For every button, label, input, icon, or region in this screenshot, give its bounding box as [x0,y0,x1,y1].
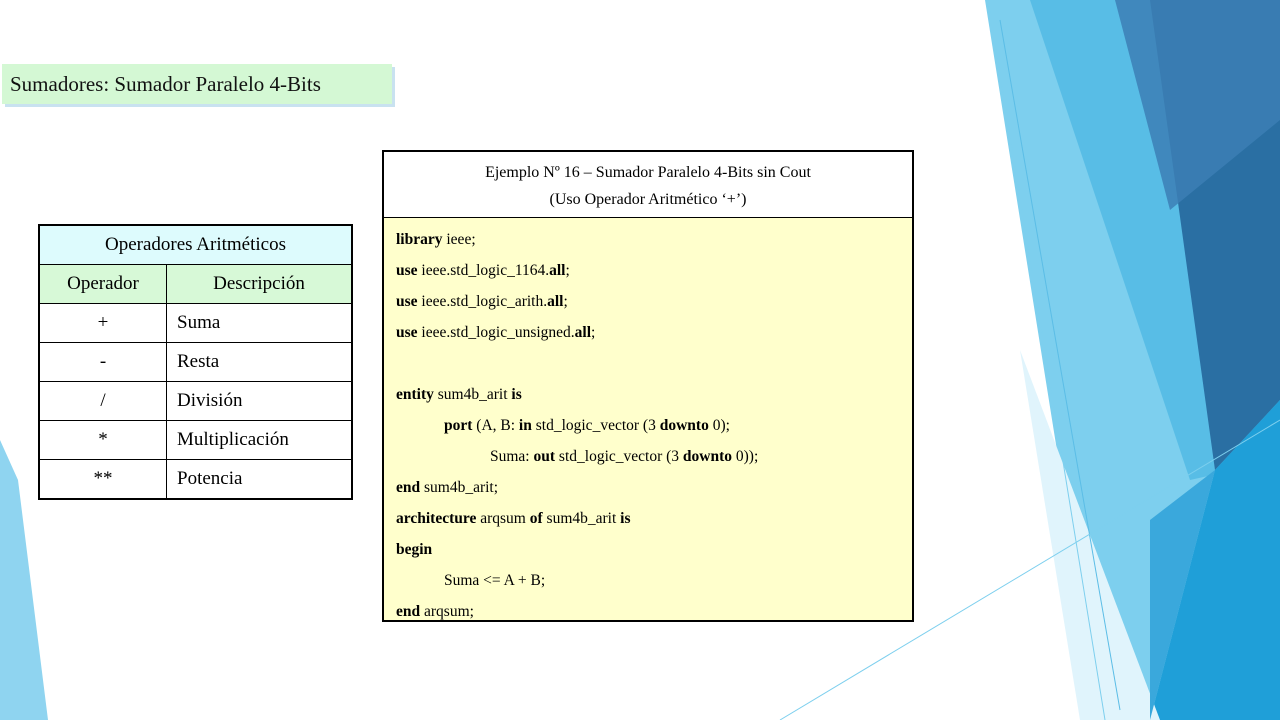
table-row: - Resta [38,342,353,382]
code-line: entity sum4b_arit is [396,379,912,410]
keyword: all [574,324,592,341]
keyword: entity [396,386,434,403]
keyword: use [396,324,418,341]
code-line: use ieee.std_logic_1164.all; [396,255,912,286]
code-line: use ieee.std_logic_unsigned.all; [396,317,912,348]
keyword: port [444,417,473,434]
table-title-row: Operadores Aritméticos [38,224,353,265]
code-text: Suma <= A + B; [444,572,546,589]
code-line: port (A, B: in std_logic_vector (3 downt… [396,410,912,441]
table-row: + Suma [38,303,353,343]
arithmetic-operators-table: Operadores Aritméticos Operador Descripc… [38,224,353,500]
keyword: all [549,262,566,279]
keyword: is [511,386,522,403]
keyword: out [533,448,556,465]
column-header-operator: Operador [38,264,167,304]
keyword: library [396,231,443,248]
keyword: use [396,293,418,310]
code-text: ieee.std_logic_arith. [417,293,548,310]
code-line: end arqsum; [396,596,912,627]
code-text: ieee.std_logic_1164. [417,262,550,279]
code-text: arqsum; [420,603,474,620]
code-text: sum4b_arit [433,386,512,403]
operator-symbol: * [38,420,167,460]
operator-description: Potencia [166,459,353,500]
table-row: ** Potencia [38,459,353,500]
code-line: Suma: out std_logic_vector (3 downto 0))… [396,441,912,472]
code-heading-line-2: (Uso Operador Aritmético ‘+’) [549,191,747,208]
code-heading-line-1: Ejemplo Nº 16 – Sumador Paralelo 4-Bits … [485,164,811,181]
keyword: downto [682,448,733,465]
keyword: of [529,510,543,527]
code-line: use ieee.std_logic_arith.all; [396,286,912,317]
keyword: all [547,293,564,310]
operator-description: Suma [166,303,353,343]
table-row: * Multiplicación [38,420,353,460]
keyword: architecture [396,510,477,527]
code-text: ieee; [442,231,476,248]
code-text: std_logic_vector (3 [531,417,660,434]
operator-description: Resta [166,342,353,382]
keyword: downto [659,417,709,434]
code-line: Suma <= A + B; [396,565,912,596]
keyword: end [396,479,421,496]
keyword: end [396,603,421,620]
code-text: ; [563,293,568,310]
code-line: begin [396,534,912,565]
operator-description: División [166,381,353,421]
vhdl-code-example-box: Ejemplo Nº 16 – Sumador Paralelo 4-Bits … [382,150,914,622]
code-text: ieee.std_logic_unsigned. [417,324,575,341]
code-text: 0)); [732,448,759,465]
operator-description: Multiplicación [166,420,353,460]
code-text: arqsum [476,510,530,527]
slide-title: Sumadores: Sumador Paralelo 4-Bits [2,64,392,104]
keyword: begin [396,541,433,558]
code-line: end sum4b_arit; [396,472,912,503]
code-line-blank [396,348,912,379]
code-line: architecture arqsum of sum4b_arit is [396,503,912,534]
table-row: / División [38,381,353,421]
code-text: 0); [708,417,730,434]
code-text: sum4b_arit; [420,479,499,496]
code-example-heading: Ejemplo Nº 16 – Sumador Paralelo 4-Bits … [384,152,912,218]
code-line: library ieee; [396,224,912,255]
table-header-row: Operador Descripción [38,264,353,304]
keyword: in [518,417,532,434]
column-header-description: Descripción [166,264,353,304]
keyword: is [620,510,631,527]
code-text: ; [591,324,596,341]
code-body: library ieee; use ieee.std_logic_1164.al… [384,218,912,627]
code-text: std_logic_vector (3 [555,448,683,465]
operator-symbol: - [38,342,167,382]
table-title: Operadores Aritméticos [38,224,353,265]
code-text: Suma: [490,448,534,465]
operator-symbol: / [38,381,167,421]
operator-symbol: + [38,303,167,343]
keyword: use [396,262,418,279]
code-text: ; [565,262,570,279]
operator-symbol: ** [38,459,167,500]
code-text: (A, B: [472,417,519,434]
code-text: sum4b_arit [542,510,621,527]
